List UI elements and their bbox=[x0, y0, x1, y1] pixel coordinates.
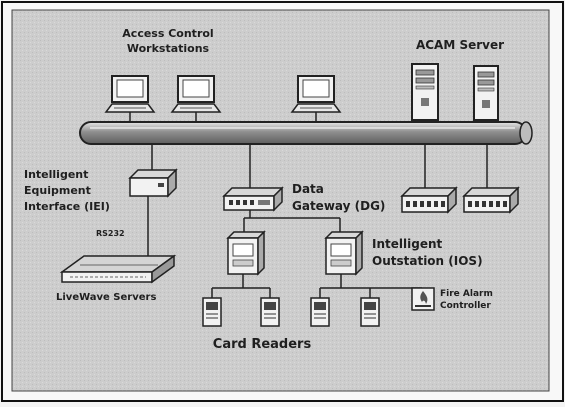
outstation-cabinet-icon bbox=[228, 232, 264, 274]
card-reader-icon bbox=[361, 298, 379, 326]
fire-alarm-label: Controller bbox=[440, 301, 491, 311]
livewave-server-icon bbox=[62, 256, 174, 282]
workstations-label: Access Control bbox=[122, 27, 213, 40]
iei-label: Interface (IEI) bbox=[24, 200, 110, 213]
ios-label: Intelligent bbox=[372, 237, 442, 251]
dg-label: Data bbox=[292, 182, 324, 196]
card-reader-icon bbox=[261, 298, 279, 326]
desktop-computer-icon bbox=[172, 76, 220, 112]
tower-server-icon bbox=[412, 64, 438, 120]
livewave-label: LiveWave Servers bbox=[56, 292, 156, 303]
rack-controller-icon bbox=[464, 188, 518, 212]
desktop-computer-icon bbox=[292, 76, 340, 112]
iei-box-icon bbox=[130, 170, 176, 196]
dg-label: Gateway (DG) bbox=[292, 199, 385, 213]
fire-alarm-icon bbox=[412, 288, 434, 310]
card-readers-label: Card Readers bbox=[213, 337, 312, 352]
iei-label: Equipment bbox=[24, 184, 91, 197]
fire-alarm-label: Fire Alarm bbox=[440, 289, 493, 299]
card-reader-icon bbox=[311, 298, 329, 326]
network-backbone bbox=[80, 122, 532, 144]
rack-controller-icon bbox=[224, 188, 282, 210]
iei-label: Intelligent bbox=[24, 168, 88, 181]
workstations-label: Workstations bbox=[127, 42, 210, 55]
rs232-label: RS232 bbox=[96, 229, 125, 238]
acam-server-label: ACAM Server bbox=[416, 38, 504, 52]
desktop-computer-icon bbox=[106, 76, 154, 112]
card-reader-icon bbox=[203, 298, 221, 326]
ios-label: Outstation (IOS) bbox=[372, 254, 483, 268]
outstation-cabinet-icon bbox=[326, 232, 362, 274]
tower-server-icon bbox=[474, 66, 498, 120]
rack-controller-icon bbox=[402, 188, 456, 212]
